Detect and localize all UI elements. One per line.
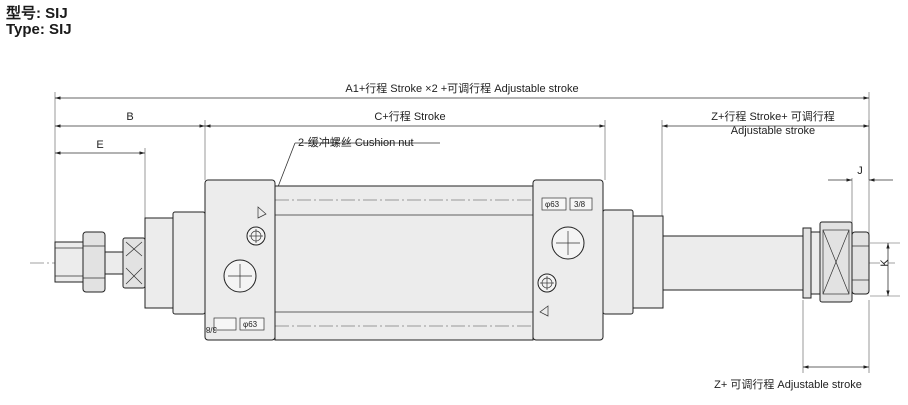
- dim-c-label: C+行程 Stroke: [374, 110, 445, 123]
- right-collar: [602, 209, 634, 315]
- dim-z-top-label-1: Z+行程 Stroke+ 可调行程: [711, 110, 834, 123]
- left-tag-thread: 3/8: [205, 325, 217, 334]
- model-title: 型号: SIJ: [6, 5, 68, 22]
- cylinder-tube: [274, 185, 534, 341]
- dim-k-label: K: [879, 259, 891, 267]
- dimension-lines: [55, 96, 893, 369]
- left-head: [204, 179, 276, 341]
- dim-e-label: E: [96, 139, 103, 151]
- rod-end-nuts: [802, 221, 870, 303]
- right-tag-thread: 3/8: [574, 200, 586, 209]
- dim-z-bottom-label: Z+ 可调行程 Adjustable stroke: [714, 378, 862, 391]
- left-collar: [172, 211, 206, 315]
- cushion-label: 2-缓冲螺丝 Cushion nut: [298, 135, 414, 149]
- port-tags: φ63 3/8 3/8 φ63: [205, 197, 593, 334]
- type-title: Type: SIJ: [6, 21, 72, 38]
- left-stud: [54, 231, 146, 293]
- left-tag-size: φ63: [243, 320, 258, 329]
- piston-rod: [662, 235, 804, 291]
- dim-a1-label: A1+行程 Stroke ×2 +可调行程 Adjustable stroke: [345, 82, 578, 95]
- dim-b-label: B: [126, 111, 133, 123]
- dim-z-top-label-2: Adjustable stroke: [731, 125, 815, 137]
- left-boss: [144, 217, 174, 309]
- right-boss: [632, 215, 664, 309]
- right-tag-size: φ63: [545, 200, 560, 209]
- dim-j-label: J: [857, 165, 863, 177]
- right-head: [532, 179, 604, 341]
